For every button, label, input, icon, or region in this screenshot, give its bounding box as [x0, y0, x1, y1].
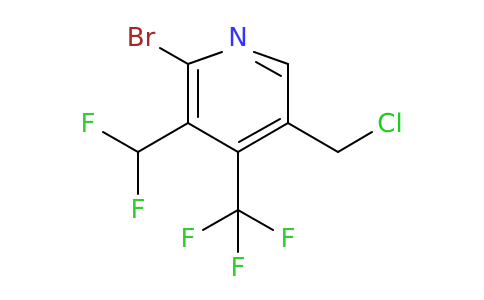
bond-n-c2 — [187, 51, 223, 65]
atom-fluorine-5: F — [231, 253, 246, 283]
bond-c5-ch2 — [287, 122, 339, 153]
bond-c3-chf2 — [137, 122, 189, 153]
bond-c5-c4 — [237, 122, 289, 153]
bond-n-c6 — [253, 51, 289, 65]
bond-ch2-cl — [337, 131, 373, 153]
atom-fluorine-4: F — [281, 224, 296, 254]
bond-cf3-f3 — [202, 209, 239, 231]
bond-c2-br — [159, 47, 189, 65]
atom-nitrogen: N — [228, 23, 247, 53]
bond-c5-c4-inner — [238, 118, 281, 143]
bond-c4-c3 — [187, 122, 239, 153]
bond-cf3-f4 — [237, 209, 274, 231]
bond-n-c6-inner — [255, 61, 282, 77]
atom-bromine: Br — [127, 23, 156, 53]
atom-fluorine-1: F — [81, 109, 96, 139]
atom-fluorine-3: F — [181, 224, 196, 254]
atom-labels: N Br Cl F F F F F — [81, 23, 403, 283]
bonds — [102, 47, 373, 253]
atom-fluorine-2: F — [131, 195, 146, 225]
bond-chf2-f1 — [102, 131, 139, 153]
atom-chlorine: Cl — [377, 109, 402, 139]
